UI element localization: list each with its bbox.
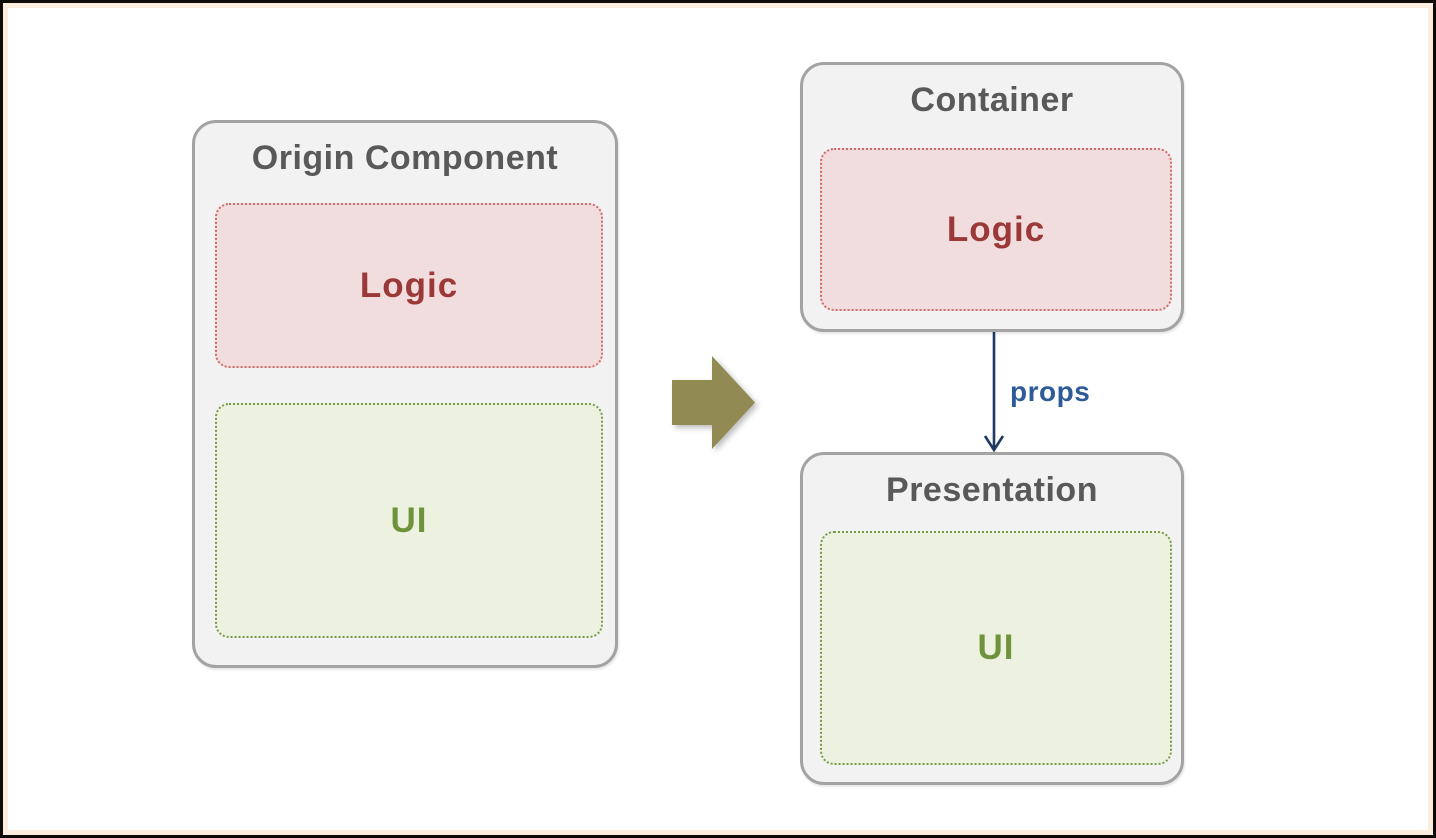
origin-logic-label: Logic — [359, 265, 459, 305]
origin-component-title: Origin Component — [251, 139, 559, 177]
presentation-box: Presentation UI — [800, 452, 1184, 785]
diagram-canvas: Origin Component Logic UI Container Logi… — [8, 8, 1428, 830]
presentation-ui-label: UI — [977, 628, 1015, 667]
props-label: props — [1010, 376, 1091, 407]
container-box: Container Logic — [800, 62, 1184, 332]
origin-component-box: Origin Component Logic UI — [192, 120, 618, 668]
container-logic-box: Logic — [820, 148, 1172, 311]
presentation-ui-box: UI — [820, 531, 1172, 765]
origin-ui-box: UI — [215, 403, 603, 638]
container-title: Container — [910, 81, 1074, 119]
origin-ui-label: UI — [390, 500, 428, 540]
props-down-arrow-icon — [983, 332, 1005, 453]
transform-right-arrow-icon — [672, 356, 755, 449]
origin-logic-box: Logic — [215, 203, 603, 368]
presentation-title: Presentation — [886, 471, 1098, 509]
container-logic-label: Logic — [946, 209, 1046, 249]
